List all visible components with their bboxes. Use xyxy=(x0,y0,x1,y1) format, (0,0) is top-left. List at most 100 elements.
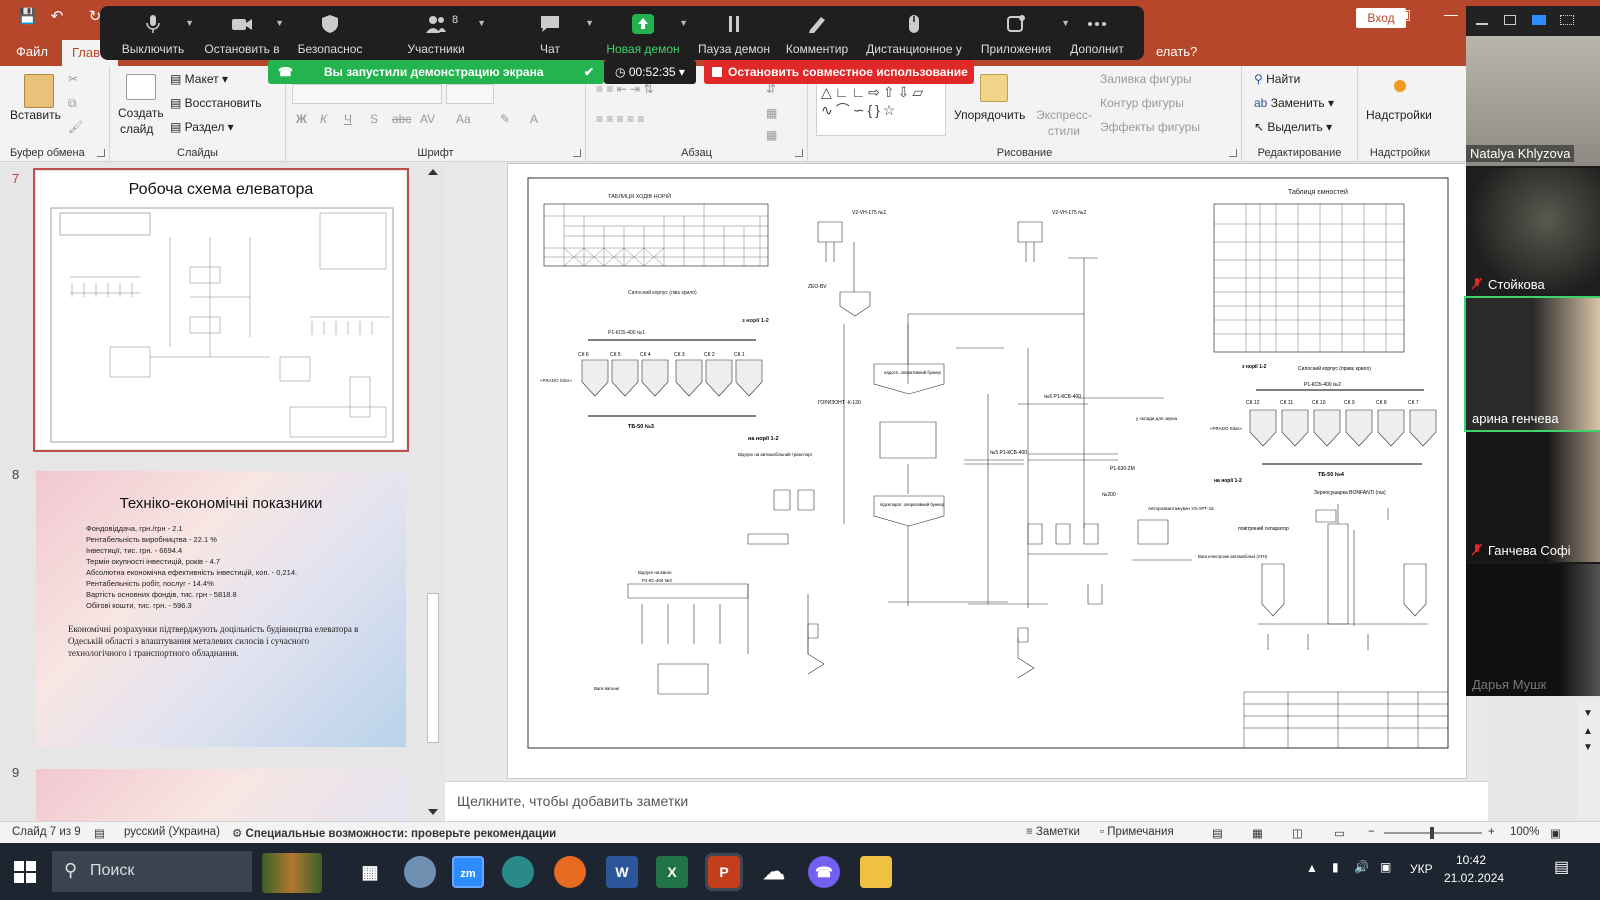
thumbnails-scrollbar[interactable] xyxy=(424,163,442,821)
text-direction-icon[interactable]: ⇵ xyxy=(766,82,777,96)
strikethrough-button[interactable]: abc xyxy=(392,112,412,126)
video-tile[interactable]: Стойкова xyxy=(1466,168,1600,296)
language-switch[interactable]: УКР xyxy=(1410,862,1433,876)
chevron-down-icon[interactable]: ▼ xyxy=(585,18,594,28)
cut-icon[interactable]: ✂ xyxy=(68,72,79,86)
addins-icon[interactable] xyxy=(1394,80,1406,92)
chevron-down-icon[interactable]: ▼ xyxy=(185,18,194,28)
stop-sharing-button[interactable]: Остановить совместное использование xyxy=(704,60,974,84)
excel-icon[interactable]: X xyxy=(656,856,688,888)
slide-thumbnail-9[interactable] xyxy=(36,769,406,821)
scroll-up-icon[interactable] xyxy=(428,169,438,175)
video-tile[interactable]: Дарья Мушк xyxy=(1466,564,1600,696)
restore-icon[interactable] xyxy=(1504,15,1516,25)
video-tile-active-speaker[interactable]: арина генчева xyxy=(1464,296,1600,432)
video-tile[interactable]: Ганчева Софі xyxy=(1466,432,1600,562)
smartart-icon[interactable]: ▦ xyxy=(766,128,778,142)
drawing-launcher-icon[interactable] xyxy=(1229,149,1237,157)
shape-fill-button[interactable]: Заливка фигуры xyxy=(1100,72,1192,86)
explorer-icon[interactable] xyxy=(860,856,892,888)
tray-expand-icon[interactable]: ▲ xyxy=(1306,861,1318,875)
arrange-icon[interactable] xyxy=(980,74,1008,102)
more-button[interactable]: Дополнит xyxy=(1066,6,1128,60)
stop-video-button[interactable]: ▼ Остановить в xyxy=(202,6,284,60)
annotate-button[interactable]: Комментир xyxy=(782,6,852,60)
arrange-button[interactable]: Упорядочить xyxy=(954,108,1026,122)
word-icon[interactable]: W xyxy=(606,856,638,888)
powerpoint-icon[interactable]: P xyxy=(705,853,743,891)
reading-view-icon[interactable]: ◫ xyxy=(1292,828,1303,840)
section-button[interactable]: ▤ Раздел ▾ xyxy=(170,120,234,134)
chevron-down-icon[interactable]: ▼ xyxy=(275,18,284,28)
addins-button[interactable]: Надстройки xyxy=(1366,108,1432,122)
zoom-slider-thumb[interactable] xyxy=(1430,827,1434,839)
change-case-button[interactable]: Aa xyxy=(456,112,471,126)
reset-button[interactable]: ▤ Восстановить xyxy=(170,96,262,110)
select-button[interactable]: ↖ Выделить ▾ xyxy=(1254,120,1333,134)
chat-button[interactable]: ▼ Чат xyxy=(520,6,594,60)
new-slide-button[interactable]: Создать xyxy=(118,106,164,120)
zoom-icon[interactable]: zm xyxy=(452,856,484,888)
taskbar-search[interactable]: ⚲ Поиск xyxy=(52,851,252,892)
chevron-down-icon[interactable]: ▼ xyxy=(1061,18,1070,28)
volume-icon[interactable]: 🔊 xyxy=(1354,860,1369,874)
tell-me-search[interactable]: елать? xyxy=(1156,44,1198,59)
apps-button[interactable]: ▼ Приложения xyxy=(978,6,1070,60)
new-slide-icon[interactable] xyxy=(126,74,156,100)
tab-file[interactable]: Файл xyxy=(16,44,48,59)
new-slide-button-line2[interactable]: слайд xyxy=(120,122,154,136)
quick-styles-button-line2[interactable]: стили xyxy=(1048,124,1080,138)
shape-outline-button[interactable]: Контур фигуры xyxy=(1100,96,1184,110)
format-painter-icon[interactable]: 🖌 xyxy=(68,120,84,134)
font-size-dropdown[interactable] xyxy=(446,84,494,104)
clock-time[interactable]: 10:42 xyxy=(1456,853,1487,867)
snipping-tool-icon[interactable] xyxy=(404,856,436,888)
notes-pane[interactable]: Щелкните, чтобы добавить заметки xyxy=(445,781,1488,821)
align-icons[interactable]: ≡ ≡ ≡ ≡ ≡ xyxy=(596,112,645,126)
task-view-icon[interactable]: ▦ xyxy=(361,862,379,882)
slide-sorter-icon[interactable]: ▦ xyxy=(1252,828,1263,840)
font-launcher-icon[interactable] xyxy=(573,149,581,157)
underline-button[interactable]: Ч xyxy=(344,112,352,126)
login-button[interactable]: Вход xyxy=(1356,8,1406,28)
shapes-gallery[interactable]: △∟∟⇨⇧⇩▱∿⌒∽{}☆ xyxy=(816,80,946,136)
spellcheck-icon[interactable]: ▤ xyxy=(94,828,105,840)
font-color-icon[interactable]: A xyxy=(530,112,539,126)
search-highlight-image[interactable] xyxy=(262,853,322,893)
font-family-dropdown[interactable] xyxy=(292,84,442,104)
paste-button[interactable]: Вставить xyxy=(10,108,61,122)
firefox-icon[interactable] xyxy=(554,856,586,888)
chevron-down-icon[interactable]: ▼ xyxy=(477,18,486,28)
bullets-icon[interactable]: ≡ ≡ ⇤ ⇥ ⇅ xyxy=(596,82,654,96)
battery-icon[interactable]: ▮ xyxy=(1332,860,1339,874)
gallery-view-icon[interactable] xyxy=(1560,15,1574,25)
shape-effects-button[interactable]: Эффекты фигуры xyxy=(1100,120,1201,134)
slide-thumbnail-8[interactable]: Техніко-економічні показники Фондовіддач… xyxy=(36,471,406,747)
bold-button[interactable]: Ж xyxy=(296,112,307,126)
language-indicator[interactable]: русский (Украина) xyxy=(124,826,220,838)
shadow-button[interactable]: S xyxy=(370,112,379,126)
fit-to-window-icon[interactable]: ▣ xyxy=(1550,828,1561,840)
quick-styles-button[interactable]: Экспресс- xyxy=(1036,108,1092,122)
notes-toggle[interactable]: ≡ Заметки xyxy=(1026,826,1080,838)
redo-icon[interactable]: ↻ xyxy=(88,8,102,25)
participants-button[interactable]: 8 ▼ Участники xyxy=(398,6,486,60)
edge-icon[interactable] xyxy=(502,856,534,888)
ribbon-display-icon[interactable]: ▣ xyxy=(1398,6,1412,22)
save-icon[interactable]: 💾 xyxy=(18,8,37,25)
video-tile[interactable]: Natalya Khlyzova xyxy=(1466,36,1600,166)
paste-icon[interactable] xyxy=(24,74,54,108)
minimize-icon[interactable] xyxy=(1476,15,1488,25)
accessibility-check[interactable]: ⚙ Специальные возможности: проверьте рек… xyxy=(232,826,556,840)
clipboard-launcher-icon[interactable] xyxy=(97,149,105,157)
layout-button[interactable]: ▤ Макет ▾ xyxy=(170,72,228,86)
next-slide-icon[interactable]: ▼ xyxy=(1583,742,1593,753)
new-share-button[interactable]: ▼ Новая демон xyxy=(600,6,688,60)
paragraph-launcher-icon[interactable] xyxy=(795,149,803,157)
replace-button[interactable]: ab Заменить ▾ xyxy=(1254,96,1334,110)
onedrive-icon[interactable]: ☁ xyxy=(763,859,785,884)
notifications-icon[interactable]: ▤ xyxy=(1554,859,1570,876)
undo-icon[interactable]: ↶ xyxy=(50,8,64,25)
scroll-down-icon[interactable] xyxy=(428,809,438,815)
clock-date[interactable]: 21.02.2024 xyxy=(1444,871,1505,885)
